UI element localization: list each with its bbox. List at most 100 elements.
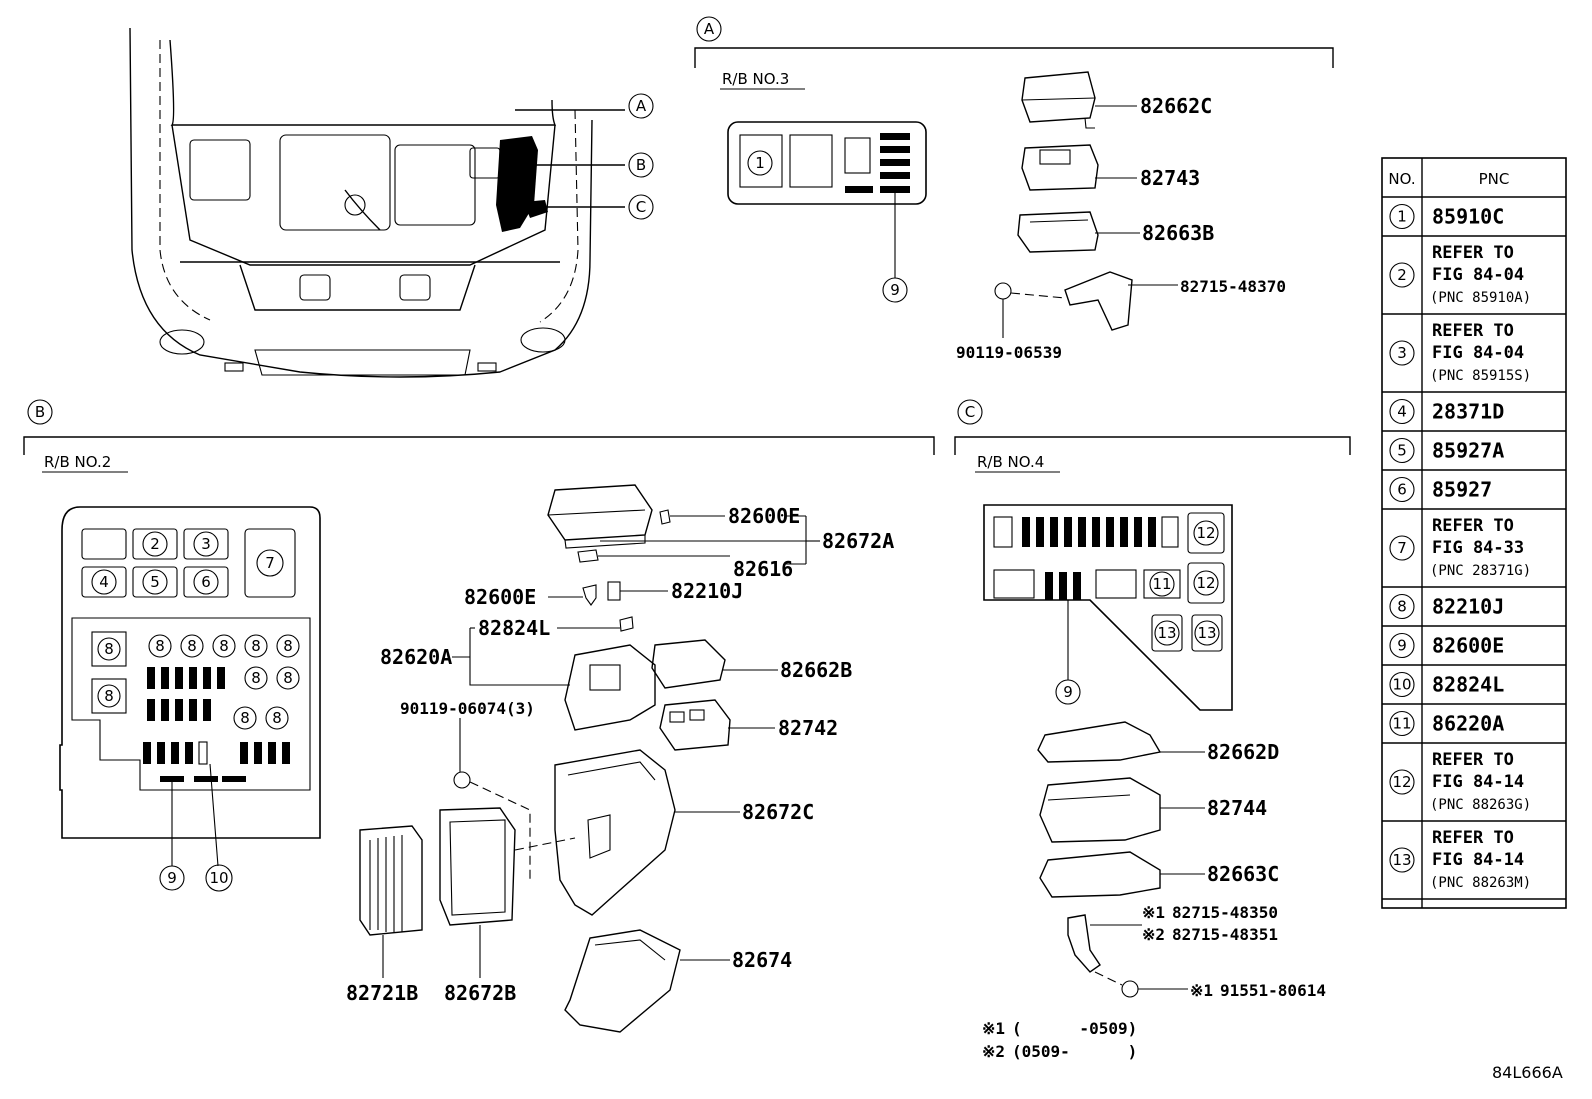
callout-b-top: B: [636, 156, 646, 174]
pnc-row-number-circle: [1389, 710, 1415, 737]
part-90119-06074: 90119-06074(3): [400, 699, 535, 718]
pnc-row-line: (PNC 28371G): [1430, 563, 1531, 579]
footnote-2-mark: ※2: [982, 1042, 1005, 1061]
callout-a-top: A: [636, 97, 647, 115]
circle-8-r1f: 8: [283, 637, 293, 655]
part-82600E-lower: 82600E: [464, 585, 536, 609]
pnc-row-number: 9: [1397, 637, 1407, 655]
part-82663C: 82663C: [1207, 862, 1279, 886]
part-82742: 82742: [778, 716, 838, 740]
section-a: A R/B NO.3 1 9 82662C 82743 82663B 82: [694, 16, 1334, 362]
pnc-row-value: 82824L: [1432, 673, 1504, 697]
fuse-bars-b: [143, 667, 290, 782]
pnc-row-number: 12: [1392, 773, 1411, 791]
part-90119-06539: 90119-06539: [956, 343, 1062, 362]
pnc-row-number-circle: [1389, 437, 1415, 464]
part-82824L: 82824L: [478, 616, 550, 640]
pnc-row-line: FIG 84-33: [1432, 538, 1524, 558]
section-a-marker: A: [704, 20, 715, 38]
section-b-title: R/B NO.2: [44, 453, 111, 471]
pnc-row-line: REFER TO: [1432, 321, 1514, 341]
pnc-row-value: 28371D: [1432, 400, 1504, 424]
pnc-row-number: 1: [1397, 208, 1407, 226]
pnc-row-number-circle: [1389, 340, 1415, 366]
pnc-row-line: FIG 84-14: [1432, 772, 1524, 792]
pnc-row-value: 85910C: [1432, 205, 1504, 229]
part-82662D: 82662D: [1207, 740, 1279, 764]
circle-13-a: 13: [1157, 624, 1176, 642]
pnc-row-line: (PNC 88263M): [1430, 875, 1531, 891]
pnc-table-row: 1 85910C: [1382, 203, 1566, 237]
pnc-table-header-pnc: PNC: [1479, 170, 1510, 188]
part-82715-48370: 82715-48370: [1180, 277, 1286, 296]
section-b: B R/B NO.2 2 3 4 5 6 7 8 8 8: [23, 399, 935, 1033]
circle-8-r1e: 8: [251, 637, 261, 655]
circle-3: 3: [201, 535, 211, 553]
pnc-row-value: 82210J: [1432, 595, 1504, 619]
section-a-title: R/B NO.3: [722, 70, 789, 88]
pnc-row-number-circle: [1389, 671, 1415, 698]
part-82743: 82743: [1140, 166, 1200, 190]
circle-4: 4: [99, 573, 109, 591]
pnc-row-number: 4: [1397, 403, 1407, 421]
pnc-row-line: FIG 84-14: [1432, 850, 1524, 870]
pnc-row-number-circle: [1389, 769, 1415, 795]
circle-8-r1c: 8: [187, 637, 197, 655]
pnc-row-number: 5: [1397, 442, 1407, 460]
circle-1: 1: [755, 154, 765, 172]
pnc-row-number-circle: [1389, 847, 1415, 873]
pnc-row-number: 10: [1392, 676, 1411, 694]
part-82210J: 82210J: [671, 579, 743, 603]
pnc-row-value: 85927A: [1432, 439, 1504, 463]
part-91551-80614: 91551-80614: [1220, 981, 1326, 1000]
mark-bracket-2: ※2: [1142, 925, 1165, 944]
part-82721B: 82721B: [346, 981, 418, 1005]
pnc-row-number-circle: [1389, 262, 1415, 288]
pnc-row-number: 6: [1397, 481, 1407, 499]
footnote-1-mark: ※1: [982, 1019, 1005, 1038]
circle-8-r2a: 8: [104, 687, 114, 705]
callout-c-top: C: [636, 198, 646, 216]
pnc-row-number: 2: [1397, 266, 1407, 284]
circle-2: 2: [150, 535, 160, 553]
mark-bracket-1: ※1: [1142, 903, 1165, 922]
pnc-row-number-circle: [1389, 476, 1415, 503]
part-82662C: 82662C: [1140, 94, 1212, 118]
fuse-bars-c: [1022, 517, 1156, 600]
circle-8-r1d: 8: [219, 637, 229, 655]
part-82674: 82674: [732, 948, 792, 972]
pnc-row-number: 8: [1397, 598, 1407, 616]
circle-5: 5: [150, 573, 160, 591]
engine-bay-illustration: A B C: [129, 27, 654, 378]
footnote-1-text: ( -0509): [1012, 1019, 1137, 1038]
circle-6: 6: [201, 573, 211, 591]
circle-7: 7: [265, 554, 275, 572]
circle-11: 11: [1152, 575, 1171, 593]
figure-code: 84L666A: [1492, 1063, 1563, 1082]
pnc-row-value: 86220A: [1432, 712, 1504, 736]
circle-12-b: 12: [1196, 574, 1215, 592]
footnote-2-text: (0509- ): [1012, 1042, 1137, 1061]
pnc-table-row: 10 82824L: [1382, 671, 1566, 705]
part-82663B: 82663B: [1142, 221, 1214, 245]
section-b-marker: B: [35, 403, 45, 421]
circle-8-r3a: 8: [240, 709, 250, 727]
pnc-table-row: 8 82210J: [1382, 593, 1566, 627]
pnc-row-number-circle: [1389, 203, 1415, 230]
pnc-row-line: FIG 84-04: [1432, 265, 1524, 285]
circle-8-r1b: 8: [155, 637, 165, 655]
pnc-row-number-circle: [1389, 632, 1415, 659]
section-c-title: R/B NO.4: [977, 453, 1044, 471]
pnc-row-line: REFER TO: [1432, 828, 1514, 848]
circle-9-b: 9: [167, 869, 177, 887]
